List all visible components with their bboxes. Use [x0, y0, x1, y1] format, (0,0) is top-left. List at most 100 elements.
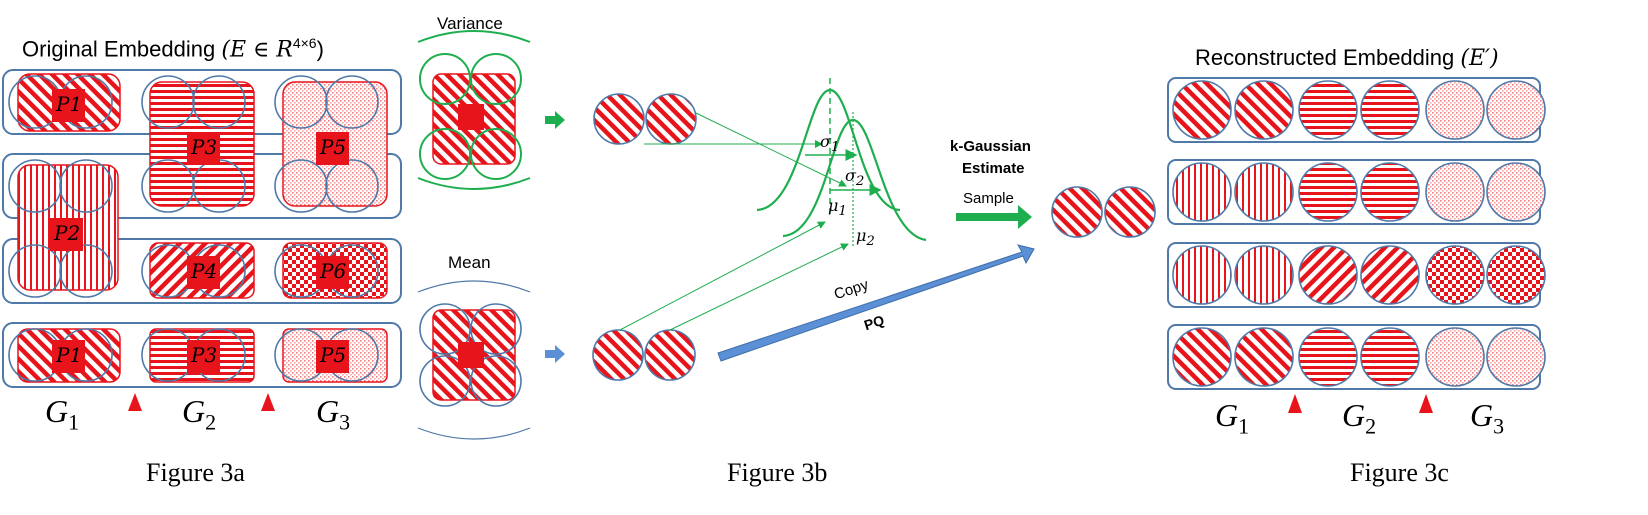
patch-label-box: [187, 132, 220, 165]
variance-circles: [419, 53, 522, 180]
sample-label: Sample: [963, 190, 1014, 207]
patch-label: P4: [191, 259, 218, 283]
patch-label: P3: [191, 135, 218, 159]
figure-3a: [2, 69, 402, 411]
mu-symbol: μ: [856, 226, 867, 245]
group-sub: 2: [1365, 413, 1377, 439]
group-letter: G: [1470, 397, 1494, 433]
caption-3a: Figure 3a: [146, 458, 245, 487]
group-separator-icon: [1419, 394, 1433, 413]
connector-line: [619, 221, 826, 331]
group-sub: 1: [68, 409, 80, 435]
sigma-1-label: σ1: [820, 132, 839, 155]
patch-label-box: [52, 89, 85, 122]
fig3c-title-math: (E′): [1460, 46, 1499, 71]
fig3a-title-math: (E ∈ R: [221, 37, 293, 63]
patch-label-box: [458, 342, 484, 368]
mean-pair-circle: [644, 329, 696, 381]
group-sub: 2: [205, 409, 217, 435]
group-letter: G: [1215, 397, 1239, 433]
reconstructed-cell: [1486, 80, 1546, 140]
mean-brace: [417, 280, 531, 293]
sigma-symbol: σ: [845, 166, 856, 185]
group-separator-icon: [128, 393, 142, 411]
connector-line: [669, 243, 849, 331]
patch-label-box: [187, 340, 220, 373]
patch-label-box: [316, 256, 349, 289]
variance-pair-circle: [645, 93, 697, 145]
mean-pair-circle: [592, 329, 644, 381]
reconstructed-cell: [1172, 80, 1232, 140]
sigma-sub: 2: [855, 174, 865, 190]
group-label-g2: G2: [182, 393, 216, 435]
arrow-right-icon: [545, 111, 565, 129]
reconstructed-cell: [1298, 162, 1358, 222]
reconstructed-cell: [1486, 327, 1546, 387]
patch-label: P5: [320, 135, 347, 159]
embedding-cell: [274, 75, 328, 129]
mean-label: Mean: [448, 253, 491, 272]
patch-label: P3: [191, 343, 218, 367]
sigma-2-label: σ2: [845, 166, 864, 189]
embedding-cell: [192, 75, 246, 129]
patch-label: P6: [320, 259, 347, 283]
reconstructed-cell: [1298, 245, 1358, 305]
reconstructed-cell: [1486, 162, 1546, 222]
group-sub: 3: [1493, 413, 1505, 439]
sigma-sub: 1: [830, 140, 840, 156]
reconstructed-cell: [1425, 162, 1485, 222]
group-label-g1: G1: [1215, 397, 1249, 439]
embedding-cell: [141, 159, 195, 213]
group-letter: G: [1342, 397, 1366, 433]
embedding-cell: [141, 75, 195, 129]
kgaussian-label: k-Gaussian: [950, 138, 1031, 155]
group-letter: G: [316, 393, 340, 429]
fig3a-title-text: Original Embedding: [22, 36, 216, 62]
group-separator-icon: [1288, 394, 1302, 413]
reconstructed-cell: [1425, 327, 1485, 387]
reconstructed-cell: [1360, 327, 1420, 387]
figure-3c: [1167, 77, 1546, 413]
variance-brace: [417, 177, 531, 190]
reconstructed-cell: [1486, 245, 1546, 305]
reconstructed-cell: [1234, 80, 1294, 140]
patch-label-box: [52, 340, 85, 373]
reconstructed-cell: [1172, 327, 1232, 387]
figure-3b: [417, 30, 1156, 440]
reconstructed-cell: [1360, 245, 1420, 305]
variance-brace: [417, 30, 531, 43]
caption-3b: Figure 3b: [727, 458, 828, 487]
group-label-g1: G1: [45, 393, 79, 435]
reconstructed-cell: [1298, 80, 1358, 140]
caption-3c: Figure 3c: [1350, 458, 1449, 487]
fig3c-title: Reconstructed Embedding (E′): [1195, 45, 1499, 71]
embedding-cell: [8, 159, 62, 213]
reconstructed-cell: [1234, 327, 1294, 387]
embedding-cell: [325, 75, 379, 129]
embedding-cell: [59, 159, 113, 213]
fig3a-title: Original Embedding (E ∈ R4×6): [22, 35, 324, 62]
group-label-g3: G3: [316, 393, 350, 435]
patch-label: P2: [54, 221, 81, 245]
fig3a-title-sup: 4×6: [292, 35, 317, 51]
patch-label: P1: [56, 92, 83, 116]
reconstructed-cell: [1360, 162, 1420, 222]
group-sub: 1: [1238, 413, 1250, 439]
patch-label-box: [316, 340, 349, 373]
row-box: [2, 322, 402, 388]
patch-label: P5: [320, 343, 347, 367]
mu-1-label: μ1: [828, 196, 847, 219]
group-letter: G: [45, 393, 69, 429]
group-letter: G: [182, 393, 206, 429]
reconstructed-cell: [1360, 80, 1420, 140]
reconstructed-cell: [1234, 162, 1294, 222]
pq-copy-arrow-icon: [717, 244, 1035, 362]
reconstructed-cell: [1172, 162, 1232, 222]
patch-label-box: [316, 132, 349, 165]
embedding-cell: [8, 244, 62, 298]
embedding-cell: [274, 159, 328, 213]
mu-2-label: μ2: [856, 226, 875, 249]
arrow-right-icon: [545, 345, 565, 363]
embedding-cell: [59, 244, 113, 298]
